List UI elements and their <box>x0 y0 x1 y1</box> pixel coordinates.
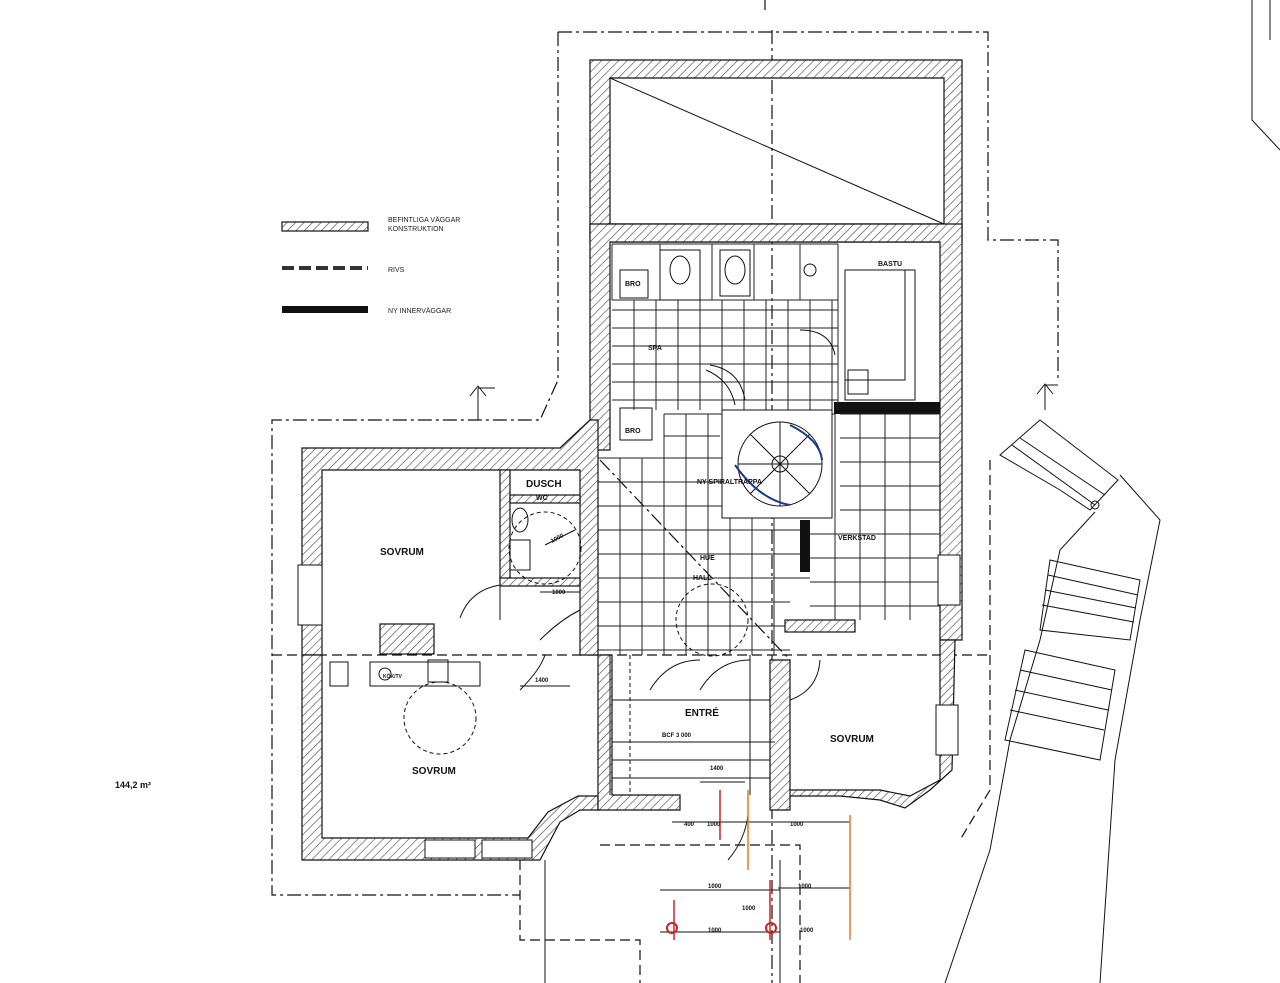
dim-3: 1400 <box>535 678 549 684</box>
north-wing <box>589 59 963 243</box>
column-marker-right <box>765 922 777 934</box>
column-marker-left <box>666 922 678 934</box>
kitchen-note: KÖK/TV <box>383 673 403 680</box>
dim-4: 1400 <box>710 766 724 772</box>
boundary-lines <box>271 0 1280 983</box>
room-label-dusch: DUSCH <box>526 479 562 490</box>
room-label-verkstad: VERKSTAD <box>838 535 876 542</box>
legend-label-demolish: RIVS <box>388 267 405 274</box>
spiral-stair <box>721 409 833 519</box>
dim-11: 1000 <box>800 928 814 934</box>
stair-note: NY SPIRALTRAPPA <box>697 479 762 486</box>
legend-swatch-existing <box>281 221 369 232</box>
room-label-wc: WC <box>536 495 548 502</box>
section-arrows <box>469 383 1058 420</box>
exterior-stair <box>944 419 1161 983</box>
room-label-sovrum-sw: SOVRUM <box>412 766 456 777</box>
dim-8: 1000 <box>708 884 722 890</box>
dim-9: 1000 <box>798 884 812 890</box>
spa-tile-grid <box>611 243 839 441</box>
main-walls <box>297 419 961 861</box>
room-label-sovrum-nw: SOVRUM <box>380 547 424 558</box>
legend-label-new: NY INNERVÄGGAR <box>388 307 451 315</box>
entre-note: BCF 3 000 <box>662 733 692 739</box>
room-label-bro-1: BRO <box>625 281 641 288</box>
dim-6: 400 <box>684 822 695 828</box>
room-label-hall-2: HALL <box>693 575 712 582</box>
dim-5: 1000 <box>707 822 721 828</box>
room-label-sovrum-se: SOVRUM <box>830 734 874 745</box>
room-label-bastu: BASTU <box>878 261 902 268</box>
dim-2: 1000 <box>552 590 566 596</box>
area-label: 144,2 m² <box>115 780 151 790</box>
doors <box>329 369 821 861</box>
room-label-bro-2: BRO <box>625 428 641 435</box>
dimension-labels: 1000 1000 1400 1400 1000 400 1000 1000 1… <box>535 533 814 934</box>
dim-10: 1000 <box>708 928 722 934</box>
room-labels: SOVRUM SOVRUM SOVRUM DUSCH WC HUE HALL E… <box>380 261 902 777</box>
room-label-hall-1: HUE <box>700 555 715 562</box>
dim-12: 1000 <box>742 906 756 912</box>
legend-swatch-new <box>282 306 368 313</box>
dim-7: 1000 <box>790 822 804 828</box>
hall-tile-grid <box>597 413 940 655</box>
dim-1: 1000 <box>550 533 565 545</box>
dimension-lines <box>520 529 851 940</box>
room-label-entre: ENTRÉ <box>685 706 719 719</box>
room-label-spa: SPA <box>648 345 662 352</box>
